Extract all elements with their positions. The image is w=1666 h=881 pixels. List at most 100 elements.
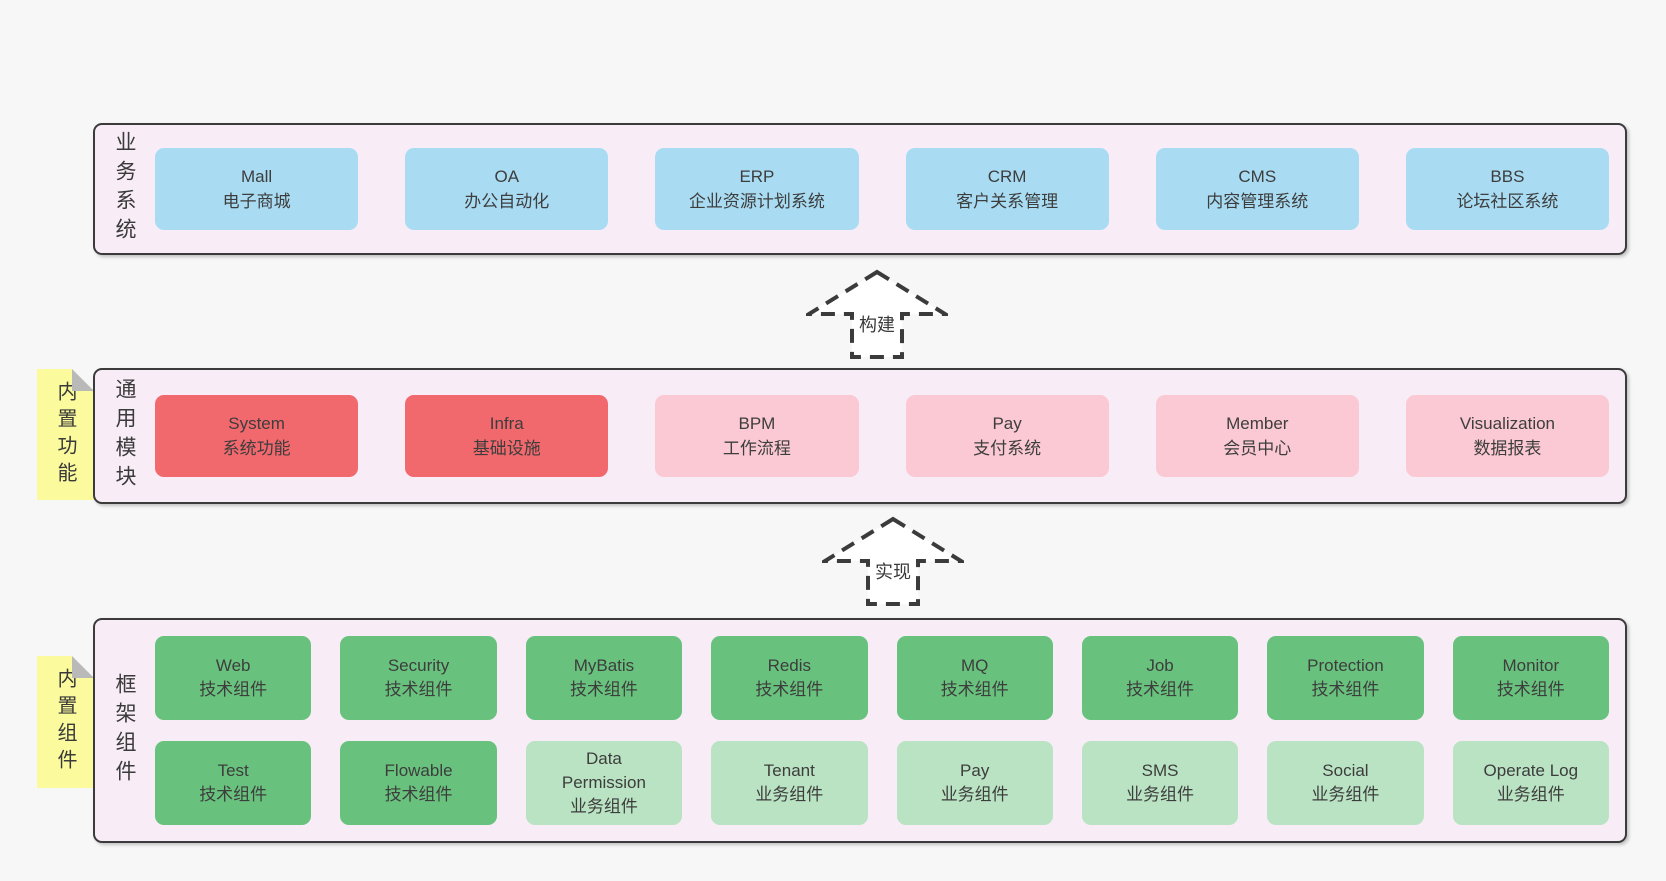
box-title: OA: [494, 167, 520, 186]
box-title: Pay: [992, 414, 1022, 433]
sticky-note-label: 内置组件: [54, 668, 76, 776]
box-title: MyBatis: [573, 656, 635, 675]
box-title: Member: [1226, 414, 1289, 433]
business-boxes: Mall 电子商城 OA 办公自动化 ERP 企业资源计划系统 CRM 客户关系…: [153, 125, 1625, 253]
box-title: BBS: [1490, 167, 1525, 186]
box-pay: Pay 支付系统: [905, 395, 1109, 477]
box-subtitle: 会员中心: [1223, 439, 1292, 458]
box-subtitle: 内容管理系统: [1206, 192, 1309, 211]
box-title: CMS: [1238, 167, 1277, 186]
box-subtitle: 业务组件: [1126, 785, 1195, 804]
box-title: Infra: [489, 414, 524, 433]
box-subtitle: 工作流程: [722, 439, 791, 458]
box-title: Pay: [960, 761, 990, 780]
box-tenant: Tenant 业务组件: [711, 741, 868, 825]
layer-framework-components: 框架组件 Web 技术组件 Security 技术组件 MyBatis 技术组件…: [93, 618, 1627, 843]
box-social: Social 业务组件: [1267, 741, 1424, 825]
layer-label-framework: 框架组件: [113, 672, 136, 789]
box-job: Job 技术组件: [1081, 636, 1239, 720]
framework-row-1: Web 技术组件 Security 技术组件 MyBatis 技术组件 Redi…: [155, 636, 1609, 720]
box-subtitle: 电子商城: [222, 192, 291, 211]
box-subtitle: 技术组件: [199, 680, 268, 699]
box-title: Flowable: [384, 761, 453, 780]
box-subtitle: 技术组件: [1311, 680, 1380, 699]
box-member: Member 会员中心: [1155, 395, 1359, 477]
box-system: System 系统功能: [155, 395, 359, 477]
box-subtitle: 技术组件: [755, 680, 824, 699]
box-subtitle: 客户关系管理: [956, 192, 1059, 211]
box-subtitle: 业务组件: [569, 797, 638, 816]
layer-label-business: 业务系统: [113, 131, 136, 247]
box-subtitle: 技术组件: [1496, 680, 1565, 699]
box-subtitle: 业务组件: [940, 785, 1009, 804]
box-bpm: BPM 工作流程: [655, 395, 859, 477]
box-subtitle: 业务组件: [1311, 785, 1380, 804]
box-title: Job: [1146, 656, 1174, 675]
box-mq: MQ 技术组件: [896, 636, 1053, 720]
note-fold-corner: [72, 369, 94, 391]
box-subtitle: 基础设施: [472, 439, 541, 458]
box-title: BPM: [738, 414, 776, 433]
sticky-note-builtin-components: 内置组件: [37, 656, 94, 788]
box-subtitle: 技术组件: [1126, 680, 1195, 699]
box-title: Redis: [767, 656, 812, 675]
box-erp: ERP 企业资源计划系统: [655, 148, 859, 230]
box-subtitle: 技术组件: [940, 680, 1009, 699]
box-subtitle: 系统功能: [222, 439, 291, 458]
arrow-implement-label: 实现: [873, 558, 913, 584]
arrow-implement: 实现: [822, 516, 964, 607]
box-title: CRM: [987, 167, 1027, 186]
box-title: MQ: [960, 656, 989, 675]
sticky-note-label: 内置功能: [54, 380, 76, 489]
box-monitor: Monitor 技术组件: [1452, 636, 1609, 720]
box-redis: Redis 技术组件: [711, 636, 868, 720]
layer-label-modules: 通用模块: [113, 378, 136, 494]
box-title: Mall: [241, 167, 273, 186]
box-protection: Protection 技术组件: [1267, 636, 1424, 720]
box-bbs: BBS 论坛社区系统: [1405, 148, 1610, 230]
box-web: Web 技术组件: [155, 636, 312, 720]
arrow-build-label: 构建: [857, 311, 897, 337]
module-boxes: System 系统功能 Infra 基础设施 BPM 工作流程 Pay 支付系统…: [153, 370, 1625, 502]
box-subtitle: 数据报表: [1473, 439, 1542, 458]
box-title: Visualization: [1459, 414, 1556, 433]
box-infra: Infra 基础设施: [405, 395, 609, 477]
box-test: Test 技术组件: [155, 741, 312, 825]
box-operate-log: Operate Log 业务组件: [1452, 741, 1609, 825]
box-oa: OA 办公自动化: [405, 148, 609, 230]
box-subtitle: 技术组件: [569, 680, 638, 699]
framework-row-2: Test 技术组件 Flowable 技术组件 Data Permission …: [155, 741, 1609, 825]
box-crm: CRM 客户关系管理: [905, 148, 1109, 230]
box-title: Monitor: [1502, 656, 1560, 675]
arrow-build: 构建: [806, 269, 948, 360]
box-mall: Mall 电子商城: [155, 148, 359, 230]
box-pay-component: Pay 业务组件: [896, 741, 1053, 825]
framework-rows: Web 技术组件 Security 技术组件 MyBatis 技术组件 Redi…: [153, 620, 1625, 841]
box-title: Test: [217, 761, 249, 780]
box-subtitle: 业务组件: [755, 785, 824, 804]
box-title: Tenant: [763, 761, 815, 780]
box-title: ERP: [739, 167, 775, 186]
box-subtitle: 技术组件: [199, 785, 268, 804]
box-mybatis: MyBatis 技术组件: [525, 636, 683, 720]
box-subtitle: 企业资源计划系统: [688, 192, 825, 211]
box-visualization: Visualization 数据报表: [1405, 395, 1610, 477]
box-title: Protection: [1307, 656, 1384, 675]
box-security: Security 技术组件: [340, 636, 497, 720]
layer-common-modules: 通用模块 System 系统功能 Infra 基础设施 BPM 工作流程 Pay…: [93, 368, 1627, 504]
box-title: System: [228, 414, 285, 433]
box-title: Data Permission: [561, 749, 646, 792]
box-subtitle: 业务组件: [1496, 785, 1565, 804]
box-subtitle: 论坛社区系统: [1456, 192, 1559, 211]
box-subtitle: 办公自动化: [464, 192, 550, 211]
note-fold-corner: [72, 656, 94, 678]
sticky-note-builtin-features: 内置功能: [37, 369, 94, 500]
box-title: Social: [1322, 761, 1369, 780]
box-flowable: Flowable 技术组件: [340, 741, 497, 825]
box-title: Web: [215, 656, 251, 675]
box-title: Operate Log: [1483, 761, 1579, 780]
box-subtitle: 技术组件: [384, 785, 453, 804]
box-title: SMS: [1141, 761, 1179, 780]
box-subtitle: 技术组件: [384, 680, 453, 699]
